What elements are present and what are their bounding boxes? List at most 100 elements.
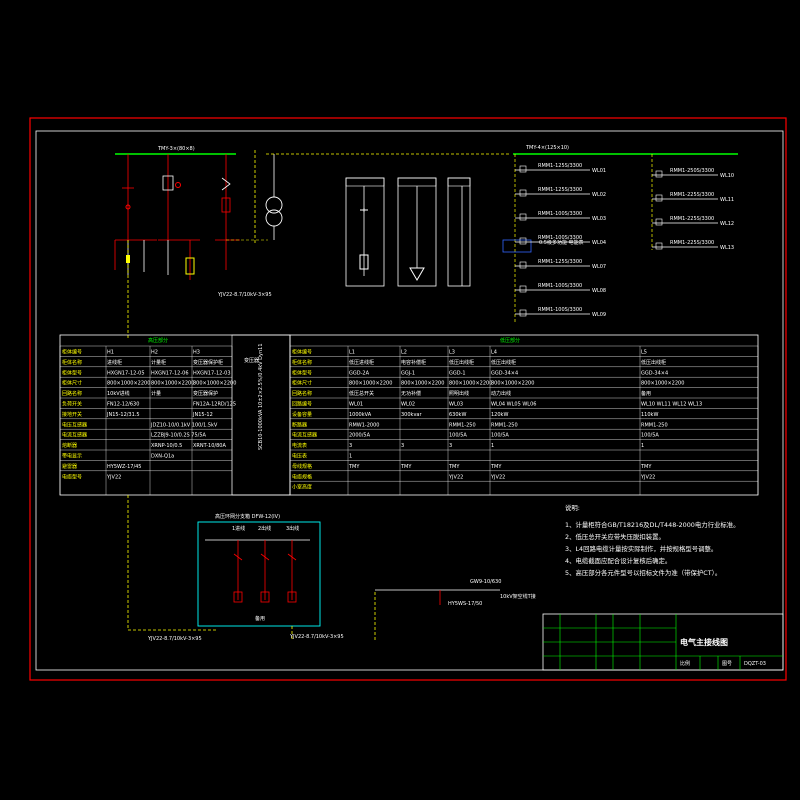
- ring-unit-col-1: 1进线: [232, 525, 245, 532]
- title-block: 电气主接线图 比例 图号 DQZT-03: [542, 613, 784, 671]
- hv-busbar-label: TMY-3×(80×8): [157, 146, 195, 152]
- hv-row-label: 熔断器: [62, 442, 77, 449]
- lv-cell: 低压出线柜: [641, 359, 666, 366]
- breaker-icon: [519, 165, 527, 173]
- note-4: 4、电缆截面应配合设计复核后确定。: [565, 556, 671, 565]
- note-5: 5、高压部分各元件型号以招标文件为准（带保护CT）。: [565, 568, 721, 577]
- hv-cell: H2: [151, 350, 158, 356]
- lv-cell: 100/5A: [491, 433, 509, 439]
- lv-cell: RMM1-250: [491, 422, 518, 428]
- panel-h2-symbol: [158, 154, 200, 280]
- lv-row-label: 电缆规格: [292, 473, 312, 480]
- panel-h1-symbol: [114, 154, 157, 340]
- hv-cell: FN12-12/630: [107, 402, 139, 408]
- ring-unit-title: 高压环网分支箱 DFW-12(IV): [215, 513, 280, 520]
- lv-feeder-id: WL03: [592, 216, 606, 222]
- lv-cabinets: [345, 177, 471, 287]
- note-1: 1、计量柜符合GB/T18216及DL/T448-2000电力行业标准。: [565, 520, 740, 529]
- lv-cell: TMY: [448, 464, 460, 470]
- notes: 说明: 1、计量柜符合GB/T18216及DL/T448-2000电力行业标准。…: [565, 503, 740, 577]
- lv-feeder-breaker: RMM1-125S/3300: [538, 259, 582, 265]
- transformer-symbol: [254, 150, 510, 245]
- cable-bottom-right: YJV22-8.7/10kV-3×95: [289, 634, 344, 640]
- lv-cell: 3: [449, 443, 452, 449]
- hv-cell: JN15-12: [192, 412, 213, 418]
- note-3: 3、L4回路电缆计量按实际制作，并按规格型号调整。: [565, 544, 717, 553]
- hv-cell: 计量柜: [151, 359, 166, 366]
- hv-cell: H1: [107, 350, 114, 356]
- inner-frame: [35, 130, 784, 671]
- hv-row-label: 柜体编号: [62, 349, 82, 356]
- lv-cell: 100/5A: [449, 433, 467, 439]
- hv-cell: 计量: [151, 390, 161, 397]
- lv-feeder-id: WL13: [720, 245, 734, 251]
- breaker-icon: [655, 194, 663, 202]
- lv-feeder-id: WL04: [592, 240, 606, 246]
- hv-cell: YJV22: [106, 474, 121, 480]
- lv-row-label: 电压表: [292, 453, 307, 460]
- transformer-spec: SCB10-1000kVA 10±2×2.5%/0.4kV Dyn11: [258, 344, 264, 451]
- lv-row-label: 电流互感器: [292, 432, 317, 439]
- lv-feeder-id: WL07: [592, 264, 606, 270]
- lv-cell: 1: [349, 454, 352, 460]
- hv-cell: HY5WZ-17/45: [107, 464, 142, 470]
- lv-cell: 800×1000×2200: [491, 381, 534, 387]
- lv-cell: 3: [401, 443, 404, 449]
- lv-cell: TMY: [490, 464, 502, 470]
- hv-cell: FN12A-12RD/125: [193, 402, 236, 408]
- lv-cell: GGD-1: [449, 370, 466, 376]
- lv-cell: 800×1000×2200: [349, 381, 392, 387]
- lv-cell: 动力出线: [491, 390, 511, 397]
- lv-cell: 2000/5A: [349, 433, 371, 439]
- hv-row-label: 柜体名称: [62, 359, 82, 366]
- lv-feeder-id: WL10: [720, 173, 734, 179]
- ring-unit-spare: 备用: [255, 615, 265, 622]
- hv-cell: 10kV进线: [107, 390, 130, 397]
- lv-cell: 备用: [641, 390, 651, 397]
- lv-cell: YJV22: [640, 474, 655, 480]
- lv-cell: L1: [349, 350, 355, 356]
- lv-cell: 100/5A: [641, 433, 659, 439]
- hv-row-label: 接地开关: [62, 411, 82, 418]
- ring-unit-col-2: 2出线: [258, 525, 271, 532]
- hv-row-label: 柜体型号: [62, 369, 82, 376]
- drawing-no-label: 图号: [722, 661, 732, 667]
- breaker-icon: [519, 309, 527, 317]
- breaker-icon: [655, 218, 663, 226]
- drawing-scale-label: 比例: [680, 660, 690, 667]
- lv-cell: RMM1-250: [641, 422, 668, 428]
- lv-cell: 630kW: [449, 412, 466, 418]
- hv-cell: 变压器保护柜: [193, 359, 223, 366]
- lv-cell: L5: [641, 350, 647, 356]
- drawing-no: DQZT-03: [744, 661, 766, 667]
- hv-cell: HXGN17-12-05: [107, 370, 145, 376]
- lv-cell: WL10 WL11 WL12 WL13: [641, 402, 702, 408]
- hv-cell: LZZBJ9-10/0.2S 75/5A: [151, 433, 207, 439]
- breaker-icon: [655, 170, 663, 178]
- lv-feeder-breaker: RMM1-100S/3300: [538, 211, 582, 217]
- lv-feeder-list-left: RMM1-125S/3300WL01RMM1-125S/3300WL02RMM1…: [515, 163, 606, 318]
- metering-label: 0.5级多功能 电能表: [539, 239, 584, 246]
- hv-row-label: 电流互感器: [62, 432, 87, 439]
- lv-cell: 照明出线: [449, 390, 469, 397]
- hv-single-line: TMY-3×(80×8): [114, 146, 272, 340]
- lv-cell: 1: [641, 443, 644, 449]
- lv-cell: GGD-2A: [349, 370, 370, 376]
- lv-feeder-breaker: RMM1-225S/3300: [670, 216, 714, 222]
- lv-row-label: 柜体型号: [292, 369, 312, 376]
- lv-cell: 电容补偿柜: [401, 359, 426, 366]
- lv-cell: L2: [401, 350, 407, 356]
- panel-h3-symbol: [215, 154, 268, 270]
- lv-busbar: TMY-4×(125×10) 0.5级多功能 电能表: [502, 145, 738, 322]
- lv-cell: 800×1000×2200: [641, 381, 684, 387]
- transformer-label: 变压器: [244, 357, 259, 364]
- lv-feeder-breaker: RMM1-100S/3300: [538, 283, 582, 289]
- breaker-icon: [519, 237, 527, 245]
- hv-cell: 800×1000×2200: [193, 381, 236, 387]
- lv-cell: TMY: [348, 464, 360, 470]
- lv-row-label: 设备容量: [292, 411, 312, 418]
- lv-cell: GGJ-1: [401, 370, 415, 376]
